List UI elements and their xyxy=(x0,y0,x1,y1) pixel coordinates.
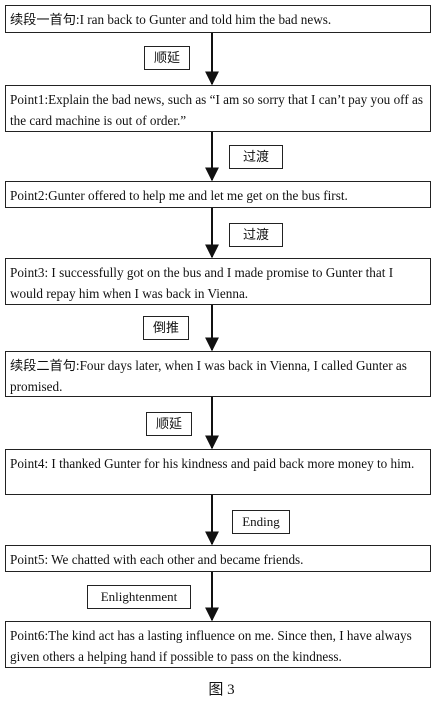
flow-box-point-6: Point6:The kind act has a lasting influe… xyxy=(5,621,431,668)
flow-box-text: Point2:Gunter offered to help me and let… xyxy=(10,188,348,203)
flow-box-text: Point5: We chatted with each other and b… xyxy=(10,552,304,567)
connector-label-reverse: 倒推 xyxy=(143,316,189,340)
connector-label-transition-1: 过渡 xyxy=(229,145,283,169)
flow-box-text: Point1:Explain the bad news, such as “I … xyxy=(10,92,423,128)
connector-label-ending: Ending xyxy=(232,510,290,534)
flow-box-text: Point4: I thanked Gunter for his kindnes… xyxy=(10,456,415,471)
connector-label-transition-2: 过渡 xyxy=(229,223,283,247)
connector-label-continue-1: 顺延 xyxy=(144,46,190,70)
flow-box-text: 续段二首句:Four days later, when I was back i… xyxy=(10,358,407,394)
flow-box-point-4: Point4: I thanked Gunter for his kindnes… xyxy=(5,449,431,495)
figure-caption: 图 3 xyxy=(208,682,235,698)
flow-box-point-3: Point3: I successfully got on the bus an… xyxy=(5,258,431,305)
flow-box-text: Point3: I successfully got on the bus an… xyxy=(10,265,394,301)
flow-box-lead-sentence-1: 续段一首句:I ran back to Gunter and told him … xyxy=(5,5,431,33)
connector-label-enlightenment: Enlightenment xyxy=(87,585,191,609)
flow-box-point-5: Point5: We chatted with each other and b… xyxy=(5,545,431,572)
flow-box-lead-sentence-2: 续段二首句:Four days later, when I was back i… xyxy=(5,351,431,397)
flow-box-point-1: Point1:Explain the bad news, such as “I … xyxy=(5,85,431,132)
connector-label-continue-2: 顺延 xyxy=(146,412,192,436)
flow-box-text: 续段一首句:I ran back to Gunter and told him … xyxy=(10,12,332,27)
flow-box-text: Point6:The kind act has a lasting influe… xyxy=(10,628,412,664)
flow-box-point-2: Point2:Gunter offered to help me and let… xyxy=(5,181,431,208)
